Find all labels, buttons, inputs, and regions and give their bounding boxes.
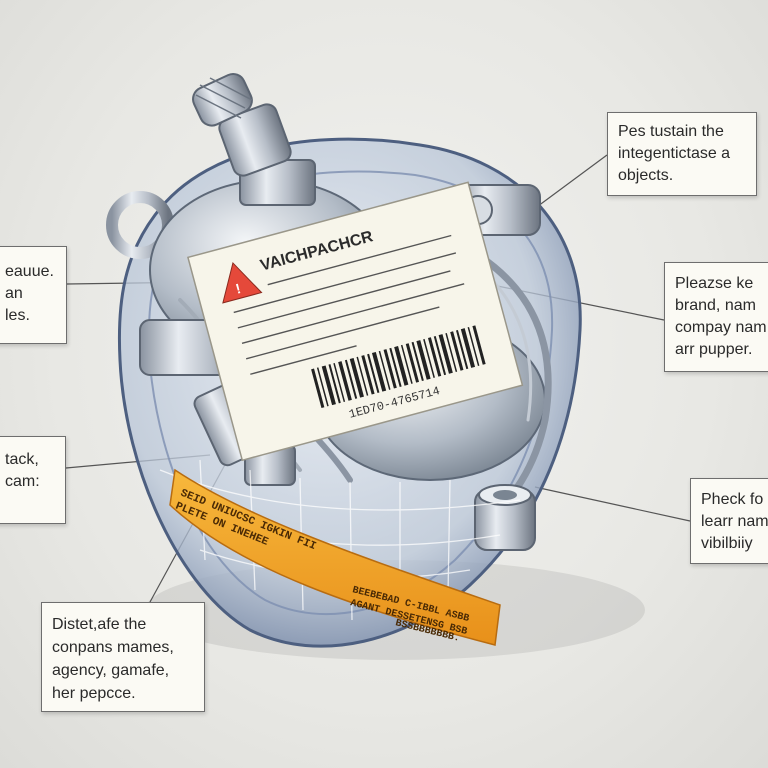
label-fine-print <box>233 234 465 375</box>
callout-line: agency, gamafe, <box>52 662 170 679</box>
callout-line: learr nam <box>701 513 768 530</box>
bottom-fitting <box>474 484 536 551</box>
callout-line: Pheck fo <box>701 491 764 508</box>
callout-bottom-left: Distet,afe the conpans mames, agency, ga… <box>41 602 205 712</box>
callout-line: brand, nam <box>675 297 756 314</box>
callout-line: tack, <box>5 451 39 468</box>
callout-line: Pleazse ke <box>675 275 754 292</box>
callout-line: an <box>5 285 23 302</box>
callout-left-middle: tack, cam: <box>0 436 66 524</box>
callout-line: Distet,afe the <box>52 616 147 633</box>
callout-line: vibilbiiy <box>701 535 753 552</box>
callout-left-upper: eauue. an les. <box>0 246 67 344</box>
callout-line: integentictase a <box>618 145 731 162</box>
callout-line: cam: <box>5 473 40 490</box>
callout-right-middle: Pleazse ke brand, nam compay nam arr pup… <box>664 262 768 372</box>
callout-line: her pepcce. <box>52 685 136 702</box>
callout-right-lower: Pheck fo learr nam vibilbiiy <box>690 478 768 564</box>
callout-line: arr pupper. <box>675 341 753 358</box>
callout-top-right: Pes tustain the integentictase a objects… <box>607 112 757 196</box>
callout-line: objects. <box>618 167 674 184</box>
orange-band <box>169 468 501 646</box>
device-label: ! VAICHPACHCR 1ED70-47657 <box>187 181 524 462</box>
svg-text:!: ! <box>234 280 243 297</box>
callout-line: eauue. <box>5 263 54 280</box>
callout-line: les. <box>5 307 30 324</box>
callout-line: Pes tustain the <box>618 123 724 140</box>
callout-line: conpans mames, <box>52 639 174 656</box>
barcode <box>311 325 486 408</box>
warning-icon <box>222 261 263 304</box>
callout-line: compay nam <box>675 319 767 336</box>
top-nozzle <box>192 72 316 206</box>
